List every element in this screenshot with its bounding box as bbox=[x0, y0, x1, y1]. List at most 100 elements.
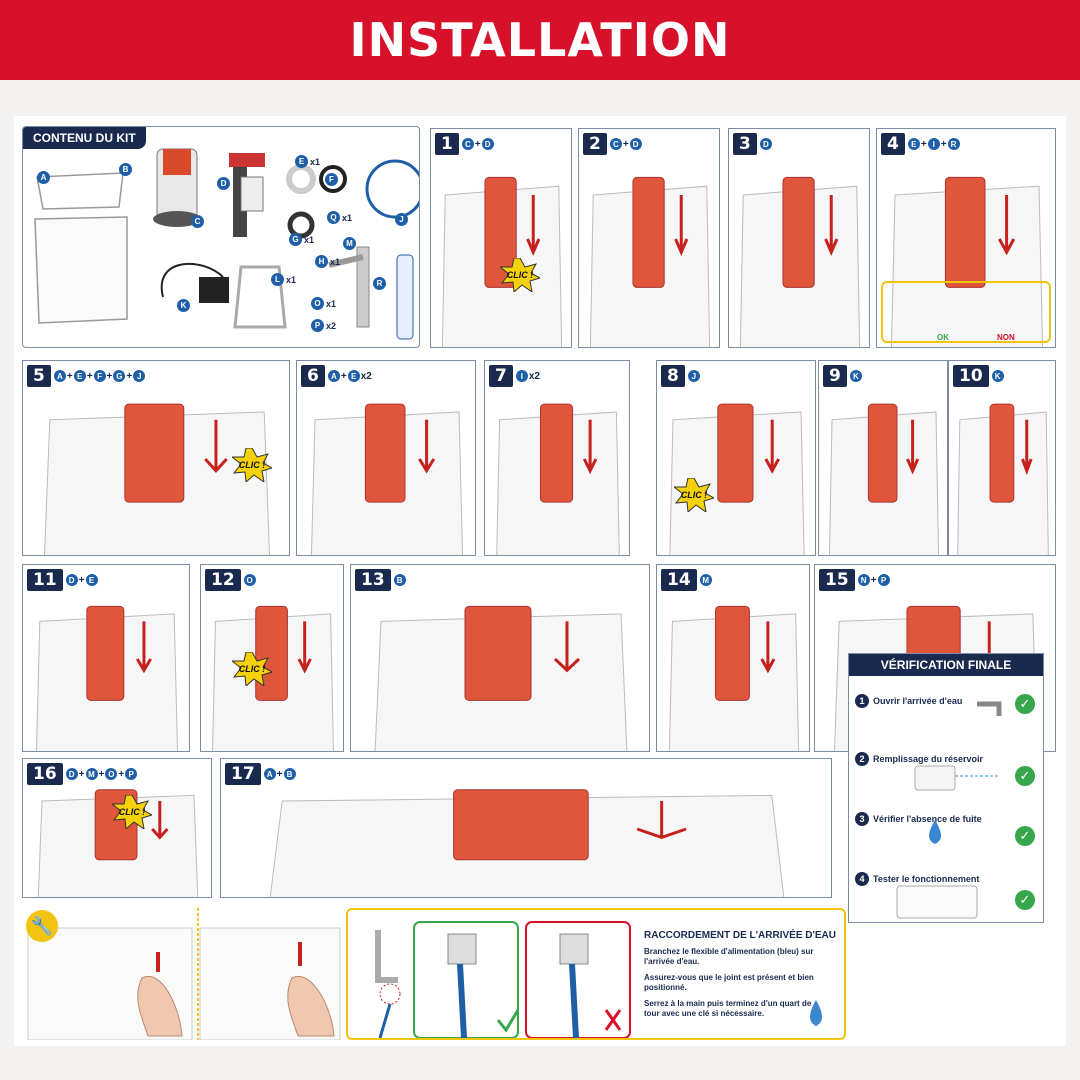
ok-non-comparison bbox=[881, 281, 1051, 343]
step-parts: N+P bbox=[857, 574, 890, 586]
step-parts: M bbox=[699, 574, 712, 586]
raccordement-text: RACCORDEMENT DE L'ARRIVÉE D'EAU Branchez… bbox=[644, 930, 854, 1025]
step-number: 9 bbox=[823, 365, 847, 387]
step-illustration-5 bbox=[44, 403, 270, 555]
step-number: 16 bbox=[27, 763, 63, 785]
maintenance-panel: 🔧 bbox=[22, 908, 342, 1040]
step-illustration-8 bbox=[669, 403, 805, 555]
step-parts: C+D bbox=[609, 138, 642, 150]
part-label-r: R bbox=[373, 277, 386, 290]
check-icon: ✓ bbox=[1015, 766, 1035, 786]
step-number: 5 bbox=[27, 365, 51, 387]
step-parts: D bbox=[759, 138, 772, 150]
step-number: 1 bbox=[435, 133, 459, 155]
step-illustration-14 bbox=[668, 605, 800, 751]
raccordement-p3: Serrez à la main puis terminez d'un quar… bbox=[644, 999, 812, 1018]
step-illustration-3 bbox=[739, 176, 861, 347]
check-icon: ✓ bbox=[1015, 694, 1035, 714]
step-parts: C+D bbox=[461, 138, 494, 150]
step-illustration-12 bbox=[212, 605, 334, 751]
clic-burst: CLIC ! bbox=[110, 794, 154, 831]
hose-connection-panel bbox=[346, 908, 846, 1040]
step-parts: E+I+R bbox=[907, 138, 960, 150]
part-label-k: K bbox=[177, 299, 190, 312]
kit-title: CONTENU DU KIT bbox=[23, 127, 146, 149]
clic-burst: CLIC ! bbox=[230, 651, 274, 688]
step-parts: J bbox=[687, 370, 700, 382]
part-label-d: D bbox=[217, 177, 230, 190]
step-illustration-9 bbox=[828, 403, 940, 555]
step-parts: K bbox=[991, 370, 1004, 382]
ok-label: OK bbox=[937, 333, 949, 342]
raccordement-p1: Branchez le flexible d'alimentation (ble… bbox=[644, 947, 814, 966]
part-label-m: M bbox=[343, 237, 356, 250]
raccordement-p2: Assurez-vous que le joint est présent et… bbox=[644, 973, 814, 992]
step-illustration-7 bbox=[496, 403, 620, 555]
step-parts: A+B bbox=[263, 768, 296, 780]
step-illustration-1 bbox=[441, 176, 563, 347]
step-parts: O bbox=[243, 574, 256, 586]
step-illustration-17 bbox=[269, 789, 785, 897]
step-number: 8 bbox=[661, 365, 685, 387]
clic-burst: CLIC ! bbox=[672, 477, 716, 514]
step-number: 2 bbox=[583, 133, 607, 155]
step-parts: D+E bbox=[65, 574, 98, 586]
step-parts: I x2 bbox=[515, 370, 540, 382]
step-number: 7 bbox=[489, 365, 513, 387]
check-icon: ✓ bbox=[1015, 890, 1035, 910]
step-illustration-10 bbox=[957, 403, 1049, 555]
page-title: INSTALLATION bbox=[349, 13, 731, 67]
step-illustration-16 bbox=[37, 789, 199, 897]
kit-parts-illustration bbox=[34, 148, 419, 340]
header-banner: INSTALLATION bbox=[0, 0, 1080, 80]
part-label-c: C bbox=[191, 215, 204, 228]
part-label-f: F bbox=[325, 173, 338, 186]
clic-burst: CLIC ! bbox=[498, 257, 542, 294]
step-number: 14 bbox=[661, 569, 697, 591]
step-number: 15 bbox=[819, 569, 855, 591]
clic-burst: CLIC ! bbox=[230, 447, 274, 484]
step-number: 4 bbox=[881, 133, 905, 155]
part-label-b: B bbox=[119, 163, 132, 176]
part-label-a: A bbox=[37, 171, 50, 184]
step-illustration-11 bbox=[35, 605, 179, 751]
raccordement-title: RACCORDEMENT DE L'ARRIVÉE D'EAU bbox=[644, 930, 836, 941]
step-parts: A+E x2 bbox=[327, 370, 372, 382]
step-illustration-6 bbox=[310, 403, 464, 555]
